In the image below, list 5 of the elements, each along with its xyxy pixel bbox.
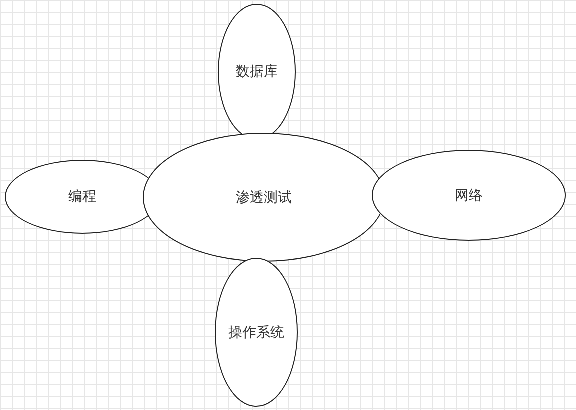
node-label: 网络 [455,186,483,204]
node-label: 操作系统 [228,324,284,342]
node-label: 数据库 [236,63,278,81]
node-label: 渗透测试 [236,188,292,206]
node-label: 编程 [68,188,96,206]
